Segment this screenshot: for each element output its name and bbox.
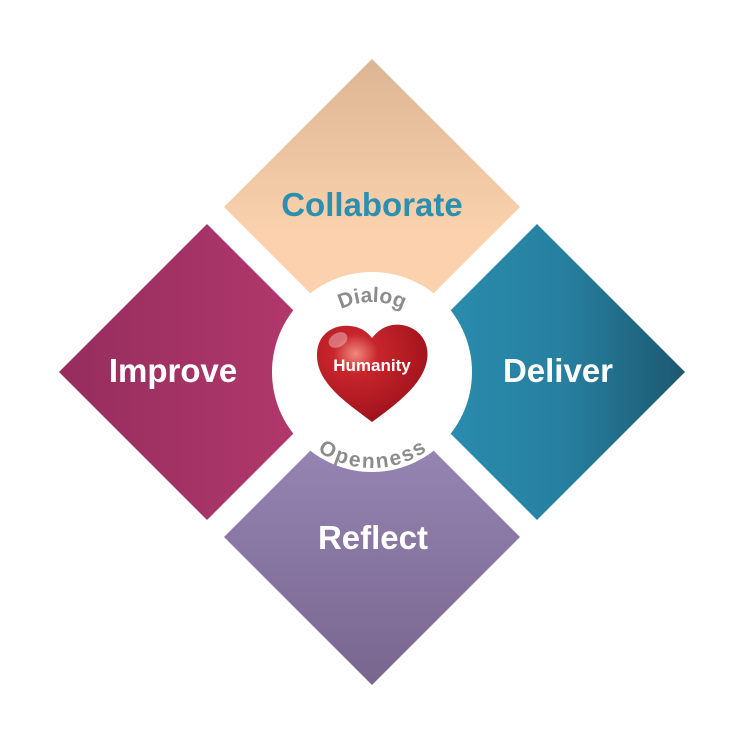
reflect-diamond bbox=[224, 389, 520, 685]
humanity-label: Humanity bbox=[333, 356, 411, 375]
reflect-label: Reflect bbox=[318, 519, 428, 556]
collaborate-label: Collaborate bbox=[281, 186, 463, 223]
heart-icon bbox=[316, 324, 428, 422]
improve-diamond bbox=[59, 224, 355, 520]
deliver-diamond bbox=[389, 224, 685, 520]
collaborate-diamond bbox=[224, 59, 520, 355]
deliver-label: Deliver bbox=[503, 352, 613, 389]
improve-label: Improve bbox=[109, 352, 237, 389]
